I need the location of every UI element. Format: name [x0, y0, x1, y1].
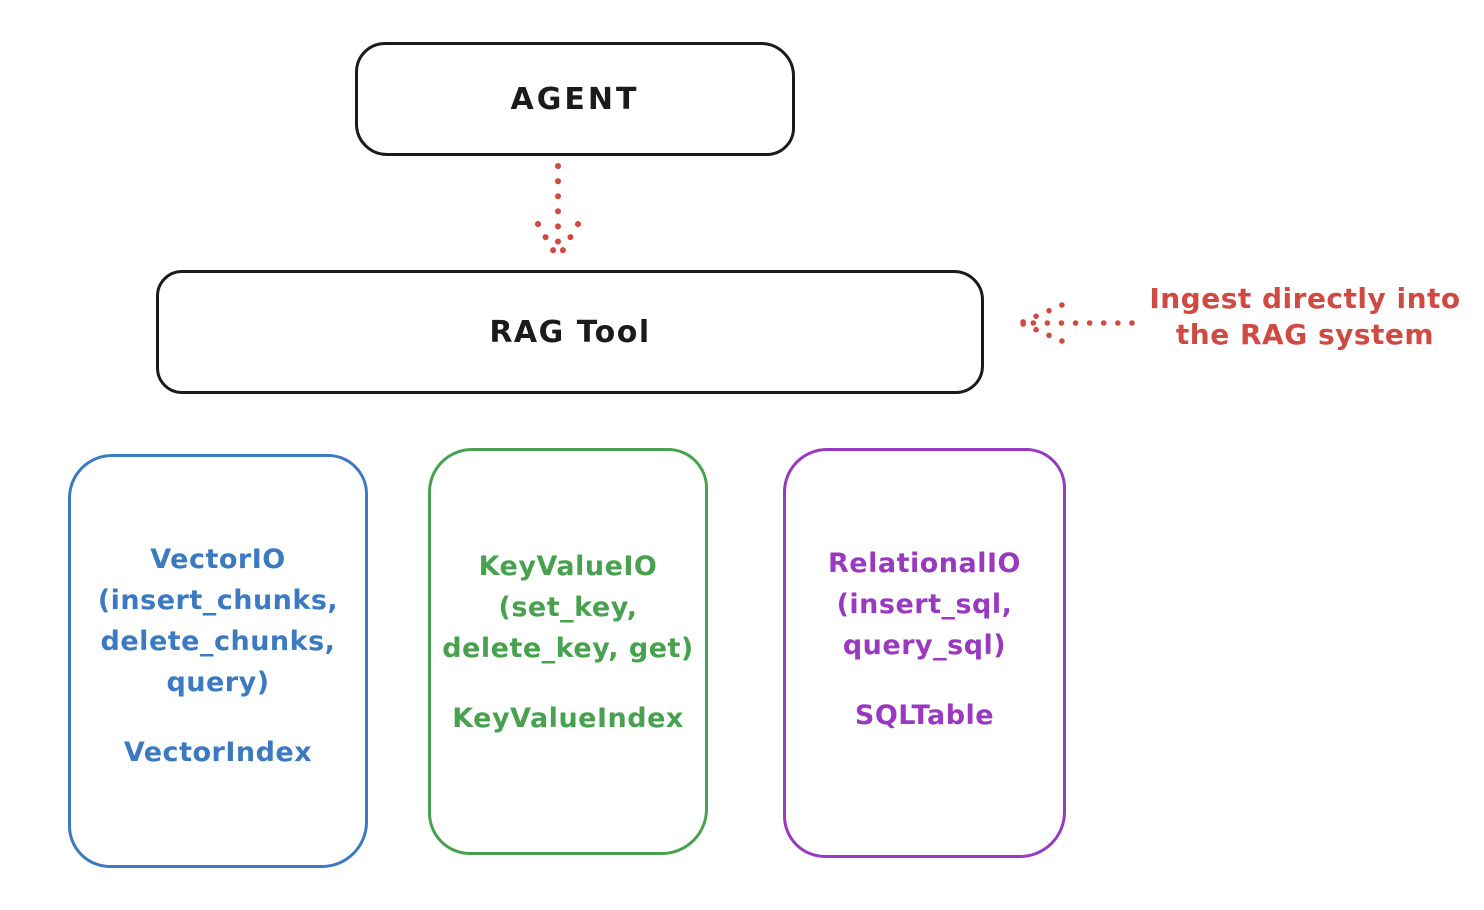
ingest-annotation-line-1: Ingest directly into [1149, 282, 1461, 315]
ingest-arrow-icon [1020, 302, 1135, 344]
key-value-io-line-1: KeyValueIO [478, 551, 658, 582]
vector-io-node: VectorIO (insert_chunks, delete_chunks, … [68, 454, 368, 868]
relational-io-signature: RelationalIO (insert_sql, query_sql) [828, 543, 1021, 666]
sql-table-label: SQLTable [854, 700, 995, 731]
relational-io-line-3: query_sql) [842, 630, 1007, 661]
rag-tool-node: RAG Tool [156, 270, 984, 394]
key-value-index-label: KeyValueIndex [452, 703, 684, 734]
vector-index-label: VectorIndex [123, 737, 313, 768]
vector-io-line-3: delete_chunks, [100, 626, 336, 657]
agent-label: AGENT [510, 81, 640, 117]
relational-io-line-1: RelationalIO [828, 548, 1021, 579]
vector-io-line-1: VectorIO [150, 544, 286, 575]
agent-to-rag-tool-arrow-icon [535, 163, 581, 260]
key-value-io-line-3: delete_key, get) [442, 633, 694, 664]
ingest-annotation-line-2: the RAG system [1175, 318, 1435, 351]
key-value-io-signature: KeyValueIO (set_key, delete_key, get) [442, 546, 694, 669]
key-value-io-node: KeyValueIO (set_key, delete_key, get) Ke… [428, 448, 708, 855]
relational-io-node: RelationalIO (insert_sql, query_sql) SQL… [783, 448, 1066, 858]
ingest-annotation: Ingest directly into the RAG system [1135, 281, 1475, 353]
rag-tool-label: RAG Tool [489, 314, 651, 350]
agent-node: AGENT [355, 42, 795, 156]
relational-io-line-2: (insert_sql, [836, 589, 1013, 620]
vector-io-line-2: (insert_chunks, [97, 585, 339, 616]
key-value-io-line-2: (set_key, [498, 592, 638, 623]
vector-io-signature: VectorIO (insert_chunks, delete_chunks, … [98, 539, 338, 703]
vector-io-line-4: query) [166, 667, 270, 698]
